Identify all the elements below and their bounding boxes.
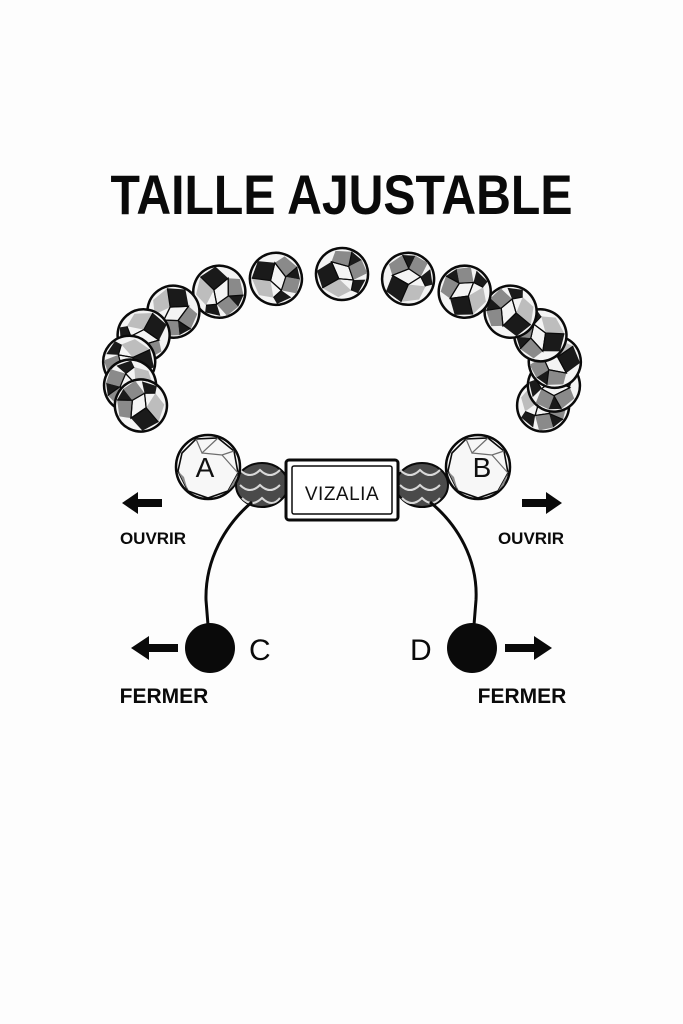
open-left-label: OUVRIR — [120, 529, 186, 548]
diagram-title: TAILLE AJUSTABLE — [110, 163, 573, 226]
arrow-left-open-icon — [122, 492, 162, 514]
cord-end-c-label: C — [249, 634, 271, 667]
bead-b-label: B — [473, 452, 492, 483]
cord-end-d-label: D — [410, 634, 432, 667]
close-left-label: FERMER — [120, 685, 209, 708]
cord-end-ball-c — [185, 623, 235, 673]
faceted-bead — [370, 240, 447, 317]
open-right-label: OUVRIR — [498, 529, 564, 548]
bead-a-label: A — [196, 452, 215, 483]
clasp-plate: VIZALIA — [284, 458, 400, 522]
arrow-left-close-icon — [131, 636, 178, 660]
cord-end-ball-d — [447, 623, 497, 673]
braided-knot-left — [235, 462, 289, 508]
cord-left — [204, 500, 253, 626]
bead-a: A — [174, 433, 242, 501]
arrow-right-close-icon — [505, 636, 552, 660]
cord-right — [429, 500, 478, 626]
clasp-brand-text: VIZALIA — [305, 484, 379, 505]
faceted-bead — [239, 242, 312, 315]
arrow-right-open-icon — [522, 492, 562, 514]
braided-knot-right — [395, 462, 449, 508]
faceted-bead — [310, 242, 374, 306]
bracelet-beads — [93, 240, 592, 441]
close-right-label: FERMER — [478, 685, 567, 708]
bead-b: B — [444, 433, 512, 501]
